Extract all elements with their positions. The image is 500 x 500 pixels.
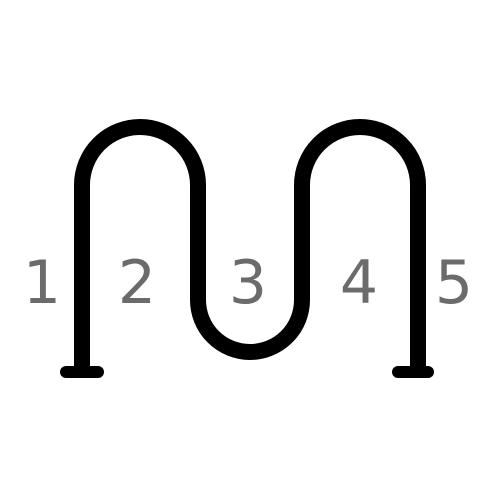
wave-rack-frame [74,119,426,370]
slot-number-4: 4 [340,248,378,318]
slot-number-3: 3 [229,248,267,318]
slot-number-2: 2 [118,248,156,318]
slot-number-5: 5 [435,248,473,318]
slot-number-1: 1 [23,248,61,318]
